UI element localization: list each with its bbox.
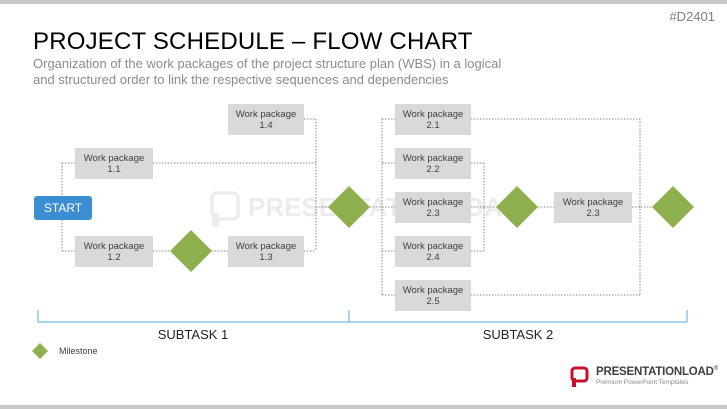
wp-title: Work package — [403, 153, 464, 164]
wp-number: 2.1 — [426, 120, 439, 131]
page-title: PROJECT SCHEDULE – FLOW CHART — [33, 28, 473, 55]
wp-title: Work package — [403, 241, 464, 252]
wp-number: 1.3 — [259, 252, 272, 263]
wp-number: 2.4 — [426, 252, 439, 263]
page-subtitle: Organization of the work packages of the… — [33, 56, 501, 88]
work-package-2-4: Work package 2.4 — [395, 236, 471, 267]
wp-title: Work package — [236, 109, 297, 120]
start-box — [34, 196, 92, 220]
work-package-2-5: Work package 2.5 — [395, 280, 471, 311]
bottom-accent-bar — [0, 405, 727, 409]
connectors — [61, 118, 652, 296]
subtitle-line-1: Organization of the work packages of the… — [33, 56, 502, 71]
work-package-1-3: Work package 1.3 — [228, 236, 304, 267]
watermark-logo-icon — [210, 191, 240, 227]
brand-logo-icon — [570, 366, 589, 387]
legend-milestone-icon — [32, 343, 48, 359]
work-package-2-2: Work package 2.2 — [395, 148, 471, 179]
wp-number: 2.5 — [426, 296, 439, 307]
subtask-bracket — [37, 310, 688, 323]
wp-number: 1.1 — [107, 164, 120, 175]
work-package-2-3: Work package 2.3 — [395, 192, 471, 223]
legend: Milestone — [32, 343, 98, 359]
wp-title: Work package — [403, 197, 464, 208]
milestone-diamond-2 — [328, 186, 370, 228]
milestone-diamond-4 — [652, 186, 694, 228]
wp-title: Work package — [84, 153, 145, 164]
legend-milestone-label: Milestone — [59, 346, 98, 356]
wp-number: 2.3 — [426, 208, 439, 219]
top-accent-bar — [0, 0, 727, 4]
subtask-1-label: SUBTASK 1 — [158, 327, 229, 342]
work-package-1-1: Work package 1.1 — [75, 148, 153, 179]
start-label: START — [44, 201, 83, 215]
brand-tagline: Premium PowerPoint Templates — [596, 379, 689, 386]
work-package-1-4: Work package 1.4 — [228, 104, 304, 135]
wp-number: 1.2 — [107, 252, 120, 263]
subtask-2-label: SUBTASK 2 — [483, 327, 554, 342]
work-package-2-3-final: Work package 2.3 — [554, 192, 632, 223]
watermark-text: PRESENTATIONLOAD — [248, 192, 521, 222]
work-package-1-2: Work package 1.2 — [75, 236, 153, 267]
wp-title: Work package — [563, 197, 624, 208]
page-code: #D2401 — [669, 9, 715, 24]
wp-title: Work package — [84, 241, 145, 252]
work-package-2-1: Work package 2.1 — [395, 104, 471, 135]
wp-title: Work package — [403, 285, 464, 296]
brand-name: PRESENTATIONLOAD® — [596, 366, 718, 378]
watermark: PRESENTATIONLOAD — [210, 191, 521, 227]
subtitle-line-2: and structured order to link the respect… — [33, 72, 449, 87]
wp-title: Work package — [403, 109, 464, 120]
wp-number: 2.3 — [586, 208, 599, 219]
wp-number: 2.2 — [426, 164, 439, 175]
milestone-diamond-3 — [496, 186, 538, 228]
start-node: START — [34, 196, 92, 220]
milestone-diamond-1 — [170, 230, 212, 272]
wp-number: 1.4 — [259, 120, 272, 131]
wp-title: Work package — [236, 241, 297, 252]
